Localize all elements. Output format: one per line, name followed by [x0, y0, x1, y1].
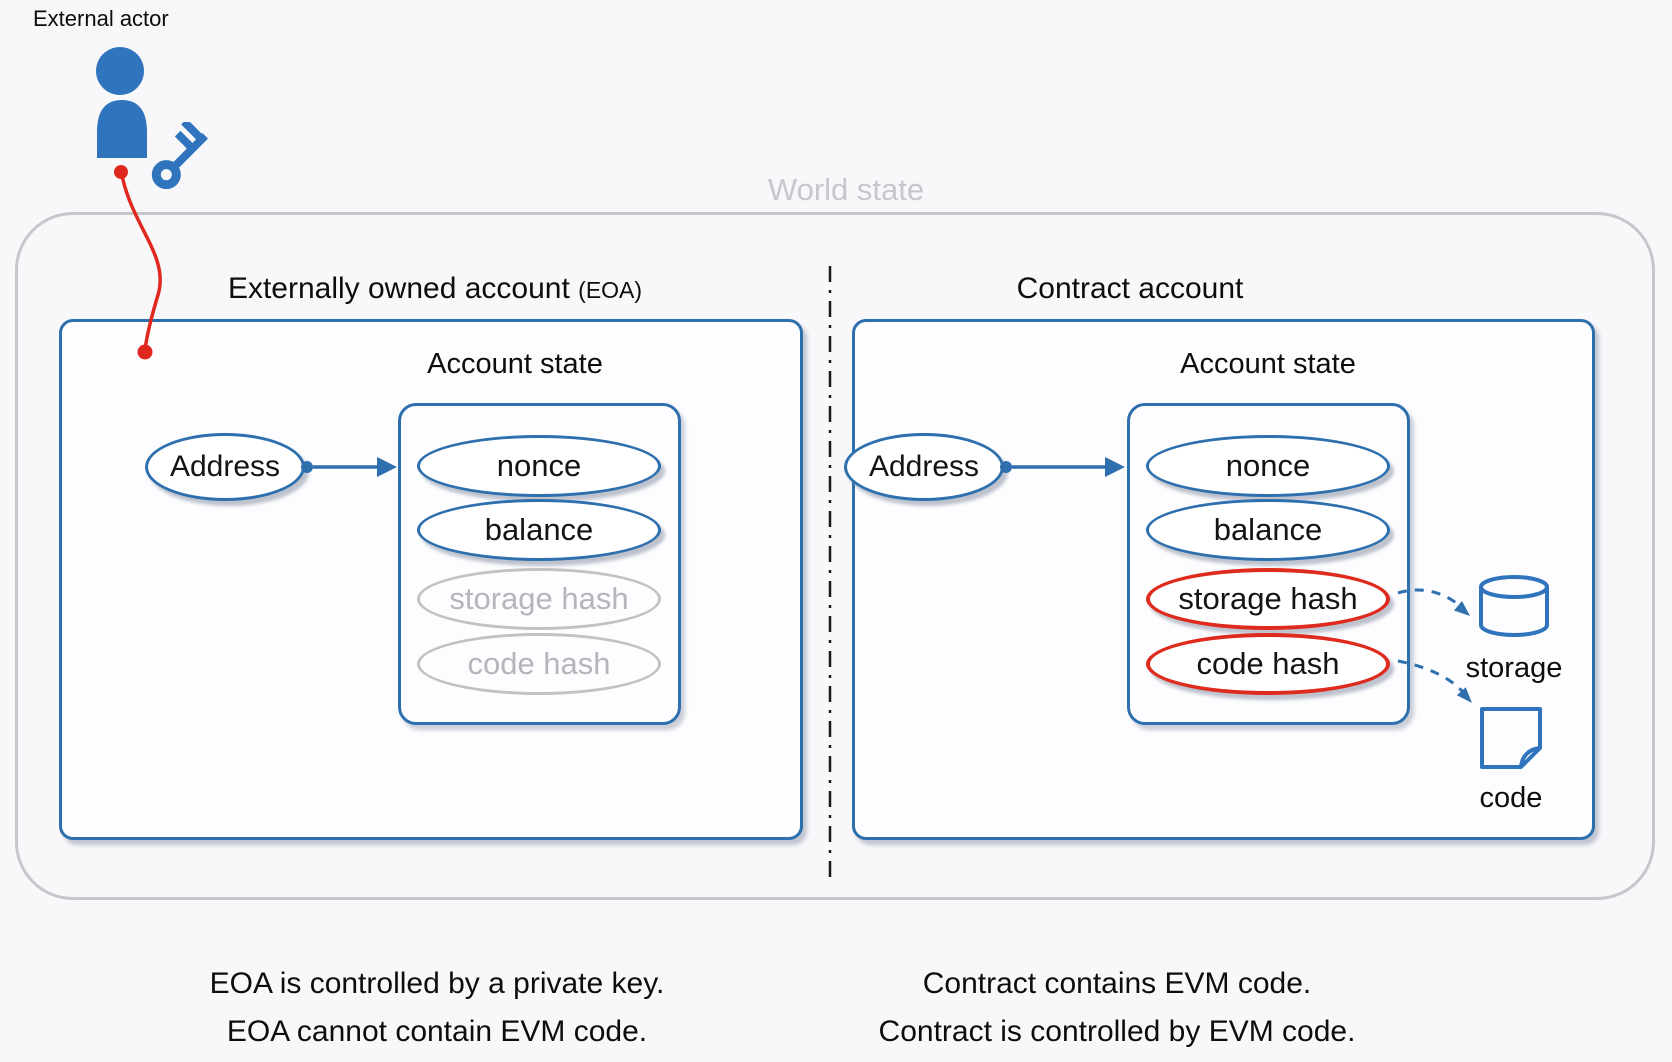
document-page-icon: [1480, 707, 1542, 769]
external-actor-label: External actor: [33, 6, 169, 31]
contract-address-ellipse: Address: [844, 433, 1004, 501]
eoa-field-storage-hash-label: storage hash: [449, 581, 629, 616]
eoa-title-text: Externally owned account: [227, 272, 570, 305]
eoa-field-nonce: nonce: [417, 435, 661, 497]
eoa-field-code-hash: code hash: [417, 633, 661, 695]
contract-field-nonce-label: nonce: [1225, 448, 1311, 483]
contract-field-storage-hash: storage hash: [1146, 568, 1390, 630]
contract-field-storage-hash-label: storage hash: [1178, 581, 1358, 616]
key-icon: [151, 122, 209, 190]
database-cylinder-icon: [1479, 575, 1549, 637]
code-icon-label: code: [1479, 782, 1543, 814]
eoa-account-state-label: Account state: [427, 348, 603, 380]
contract-field-code-hash-label: code hash: [1196, 646, 1340, 681]
eoa-address-ellipse: Address: [145, 433, 305, 501]
eoa-field-storage-hash: storage hash: [417, 568, 661, 630]
eoa-address-label: Address: [169, 450, 281, 483]
contract-caption: Contract contains EVM code. Contract is …: [767, 960, 1467, 1056]
connector-start-dot: [114, 165, 128, 179]
contract-field-balance: balance: [1146, 499, 1390, 561]
eoa-caption-line2: EOA cannot contain EVM code.: [226, 1015, 648, 1048]
contract-address-label: Address: [868, 450, 980, 483]
contract-field-balance-label: balance: [1213, 512, 1323, 547]
contract-panel-title: Contract account: [780, 272, 1480, 306]
world-state-box: [15, 212, 1655, 900]
eoa-caption: EOA is controlled by a private key. EOA …: [87, 960, 787, 1056]
contract-field-code-hash: code hash: [1146, 633, 1390, 695]
world-state-label: World state: [767, 172, 925, 207]
contract-field-nonce: nonce: [1146, 435, 1390, 497]
eoa-panel-title: Externally owned account (EOA): [85, 272, 785, 306]
contract-account-state-label: Account state: [1180, 348, 1356, 380]
eoa-caption-line1: EOA is controlled by a private key.: [209, 967, 665, 1000]
contract-caption-line2: Contract is controlled by EVM code.: [878, 1015, 1356, 1048]
contract-title-text: Contract account: [1016, 272, 1244, 305]
eoa-field-code-hash-label: code hash: [467, 646, 611, 681]
contract-caption-line1: Contract contains EVM code.: [922, 967, 1312, 1000]
eoa-field-nonce-label: nonce: [496, 448, 582, 483]
person-icon: [96, 47, 147, 158]
eoa-field-balance-label: balance: [484, 512, 594, 547]
storage-icon-label: storage: [1465, 652, 1563, 684]
eoa-title-suffix: (EOA): [578, 277, 643, 303]
eoa-field-balance: balance: [417, 499, 661, 561]
